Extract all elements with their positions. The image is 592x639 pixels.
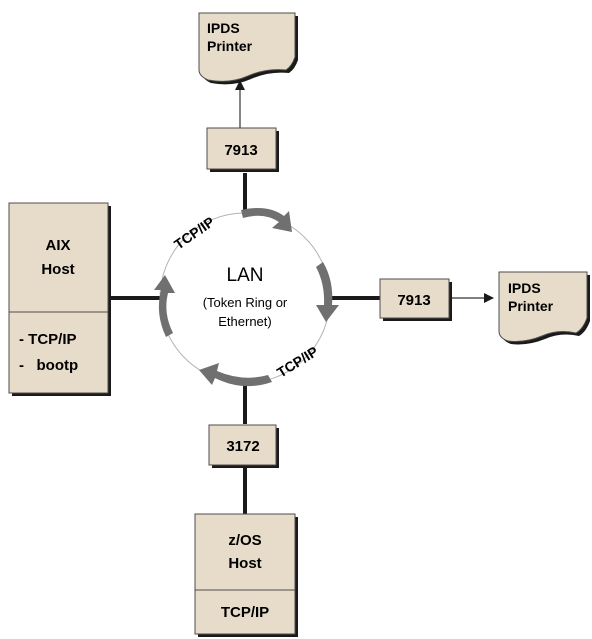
controller-right-label: 7913: [397, 292, 430, 309]
printer-right-line1: IPDS: [508, 280, 541, 296]
lan-title: LAN: [227, 265, 264, 286]
printer-top-shape: [198, 12, 296, 82]
aix-stack-line1: - TCP/IP: [19, 331, 77, 348]
printer-right: IPDS Printer: [498, 271, 590, 345]
zos-stack: TCP/IP: [221, 604, 269, 621]
printer-top-line1: IPDS: [207, 20, 240, 36]
lan-subtitle-line2: Ethernet): [218, 314, 271, 329]
ring-direction-arrows: [154, 208, 339, 387]
zos-host: z/OS Host TCP/IP: [194, 513, 298, 637]
lan-protocol-label-top-left: TCP/IP: [171, 213, 217, 252]
lan-protocol-label-bottom-right: TCP/IP: [274, 343, 321, 380]
lan-subtitle-line1: (Token Ring or: [203, 295, 288, 310]
zos-host-line1: z/OS: [228, 532, 261, 549]
controller-bottom-label: 3172: [226, 438, 259, 455]
controller-top: 7913: [206, 127, 279, 172]
aix-host: AIX Host - TCP/IP - bootp: [8, 202, 111, 396]
ring-arrow-bottom: [199, 363, 272, 387]
ring-arrow-right: [316, 262, 339, 322]
aix-stack-line2: - bootp: [19, 357, 78, 374]
lan-connections: [111, 173, 381, 514]
controller-bottom: 3172: [208, 424, 279, 468]
controller-top-label: 7913: [224, 142, 257, 159]
printer-top: IPDS Printer: [198, 12, 298, 85]
printer-top-line2: Printer: [207, 38, 253, 54]
printer-right-line2: Printer: [508, 298, 554, 314]
zos-host-line2: Host: [228, 555, 261, 572]
printer-right-shape: [498, 271, 588, 342]
controller-right: 7913: [379, 278, 452, 321]
ring-arrow-left: [154, 275, 175, 337]
aix-host-line2: Host: [41, 261, 74, 278]
aix-host-line1: AIX: [45, 237, 70, 254]
ring-arrow-top-right: [241, 208, 292, 232]
